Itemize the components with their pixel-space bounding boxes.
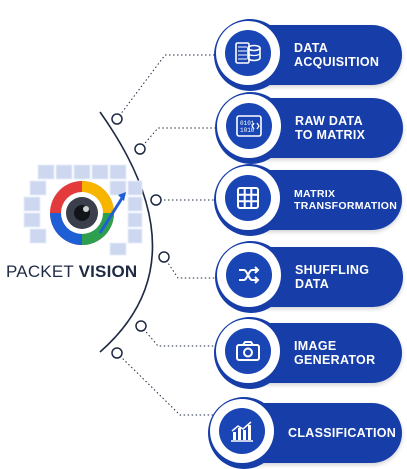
node-1 xyxy=(111,113,123,125)
bar-chart-icon xyxy=(231,421,253,442)
binary-code-icon: 0101 1010 xyxy=(236,115,262,137)
step-image-generator: IMAGE GENERATOR xyxy=(214,317,402,389)
step-shuffling-data: SHUFFLING DATA xyxy=(215,241,403,313)
node-3 xyxy=(150,194,162,206)
packet-vision-logo xyxy=(23,164,143,256)
camera-icon xyxy=(236,341,260,361)
step-raw-data-to-matrix: 0101 1010 RAW DATA TO MATRIX xyxy=(215,92,403,164)
main-arc xyxy=(99,111,154,353)
dotted-connector-5 xyxy=(140,325,215,347)
dotted-connector-4 xyxy=(163,256,215,279)
step-label: IMAGE GENERATOR xyxy=(294,338,376,367)
node-4 xyxy=(158,251,170,263)
step-data-acquisition: DATA ACQUISITION xyxy=(214,19,402,91)
step-classification: CLASSIFICATION xyxy=(208,397,402,469)
dotted-connector-1 xyxy=(116,54,215,120)
step-label: DATA ACQUISITION xyxy=(294,40,380,69)
svg-text:0101: 0101 xyxy=(240,120,255,127)
dotted-connector-6 xyxy=(116,352,215,416)
node-6 xyxy=(111,347,123,359)
step-matrix-transformation: MATRIX TRANSFORMATION xyxy=(214,164,402,236)
dotted-connector-2 xyxy=(139,127,215,150)
svg-text:1010: 1010 xyxy=(240,127,255,134)
node-2 xyxy=(134,143,146,155)
brand-title: PACKET VISION xyxy=(6,262,138,281)
database-icon xyxy=(235,42,261,64)
step-label: MATRIX TRANSFORMATION xyxy=(294,187,398,212)
grid-icon xyxy=(237,187,259,209)
shuffle-icon xyxy=(239,266,260,284)
node-5 xyxy=(135,320,147,332)
step-label: RAW DATA TO MATRIX xyxy=(295,113,366,142)
step-label: CLASSIFICATION xyxy=(288,425,397,440)
step-label: SHUFFLING DATA xyxy=(295,262,370,291)
